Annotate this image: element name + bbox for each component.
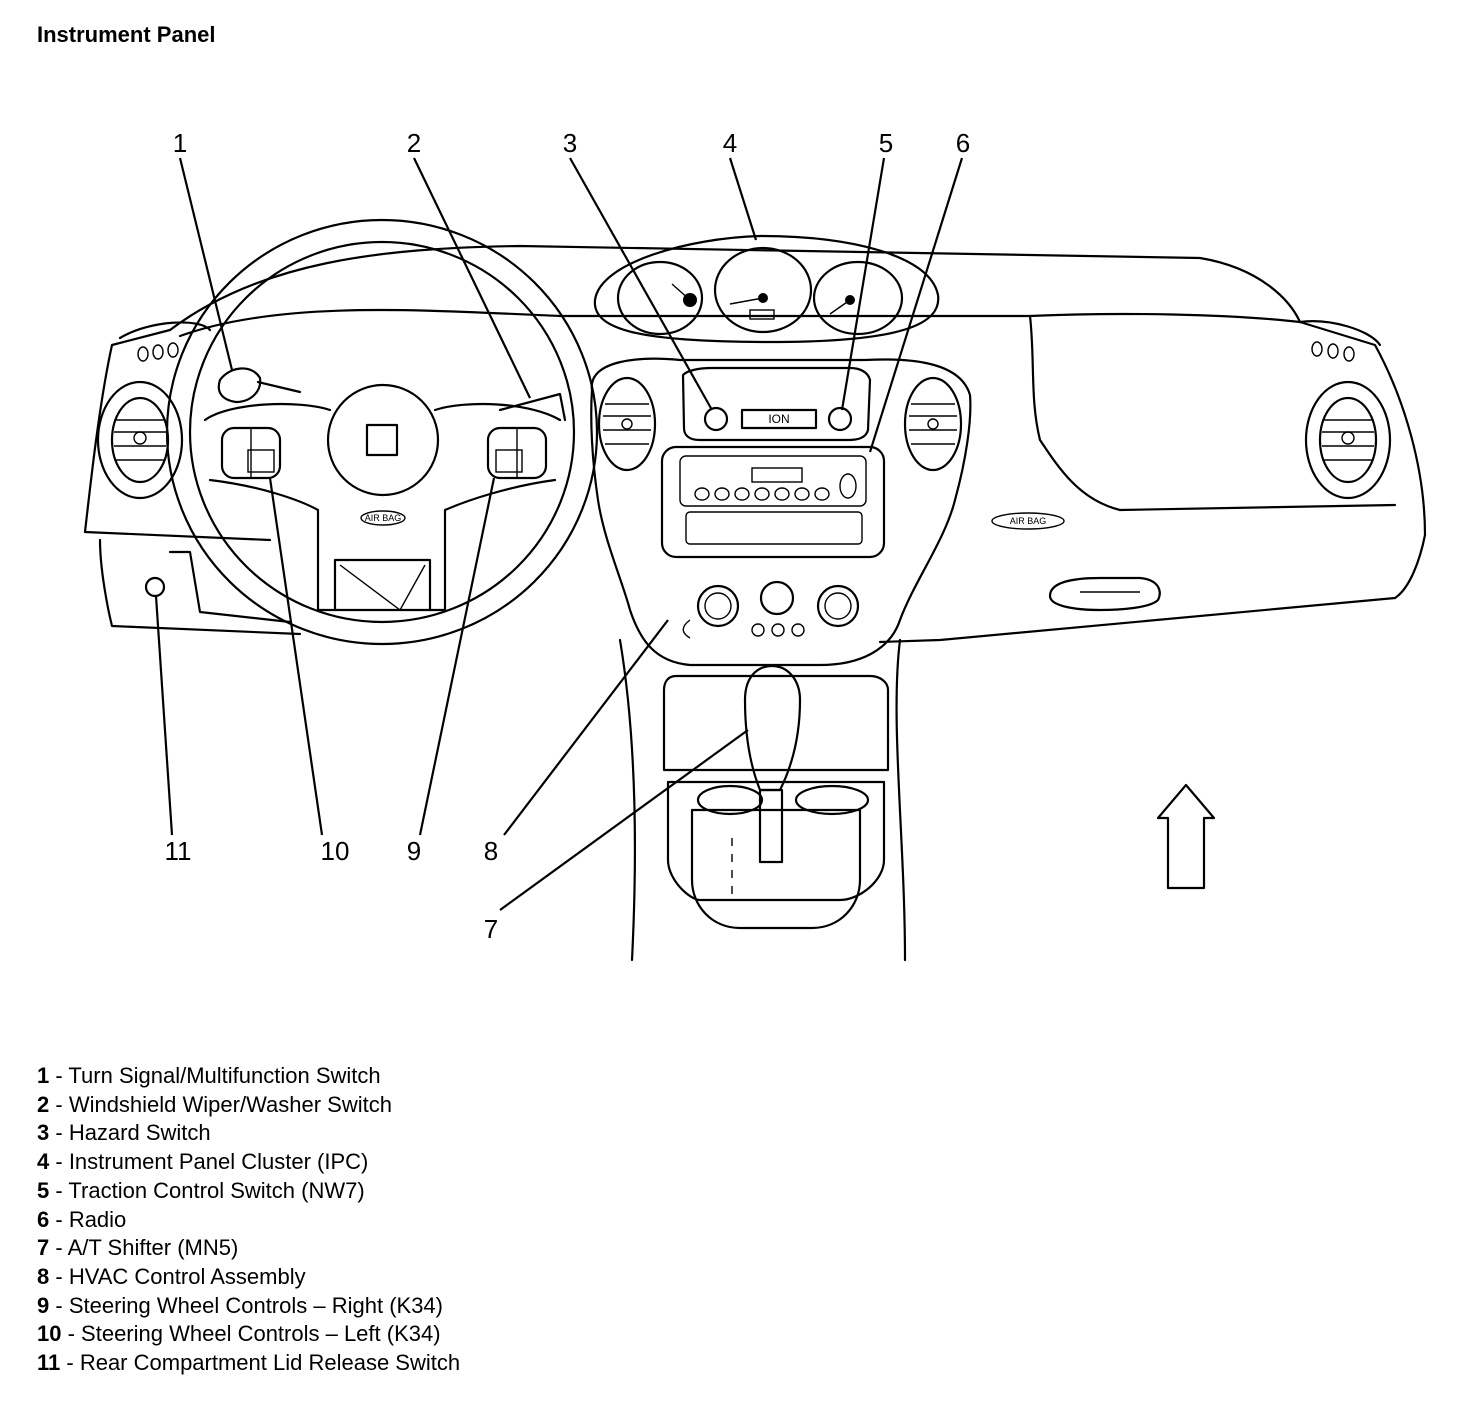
callout-6: 6 (956, 128, 970, 158)
callout-11: 11 (165, 836, 192, 866)
airbag-label-wheel: AIR BAG (365, 513, 402, 523)
hazard-switch (703, 406, 729, 432)
callout-9: 9 (407, 836, 421, 866)
left-side-vent-knobs (137, 342, 179, 362)
left-outboard-air-vent (96, 380, 184, 500)
callout-10: 10 (321, 836, 350, 866)
legend-item: 7 - A/T Shifter (MN5) (37, 1235, 239, 1261)
left-center-air-vent (597, 376, 657, 472)
hvac-control-assembly (682, 580, 860, 639)
callout-2: 2 (407, 128, 421, 158)
callout-leaders (154, 157, 964, 911)
dashboard-outline (83, 244, 1427, 644)
airbag-badge-passenger (991, 512, 1065, 530)
forward-arrow-icon (1156, 783, 1216, 890)
instrument-cluster (593, 234, 940, 344)
right-side-vent-knobs (1311, 341, 1355, 362)
legend-item: 9 - Steering Wheel Controls – Right (K34… (37, 1292, 443, 1318)
steering-wheel (165, 218, 599, 646)
legend-item: 2 - Windshield Wiper/Washer Switch (37, 1091, 392, 1117)
center-stack (590, 357, 972, 667)
airbag-label-passenger: AIR BAG (1010, 516, 1047, 526)
callout-7: 7 (484, 914, 498, 944)
callout-3: 3 (563, 128, 577, 158)
center-console (618, 638, 907, 962)
callout-5: 5 (879, 128, 893, 158)
legend-item: 3 - Hazard Switch (37, 1120, 211, 1146)
legend-item: 11 - Rear Compartment Lid Release Switch (37, 1350, 461, 1376)
instrument-panel-drawing: AIR BAG ION (83, 128, 1427, 962)
page-title: Instrument Panel (37, 22, 216, 47)
callout-4: 4 (723, 128, 737, 158)
radio (660, 445, 886, 559)
steering-wheel-controls-right (486, 426, 548, 480)
legend-item: 8 - HVAC Control Assembly (37, 1263, 306, 1289)
legend-item: 1 - Turn Signal/Multifunction Switch (37, 1063, 381, 1088)
traction-control-switch (827, 406, 853, 432)
callout-8: 8 (484, 836, 498, 866)
legend-item: 5 - Traction Control Switch (NW7) (37, 1177, 365, 1203)
legend-item: 4 - Instrument Panel Cluster (IPC) (37, 1149, 369, 1175)
callout-1: 1 (173, 128, 187, 158)
rear-compartment-release-switch (144, 550, 292, 624)
at-shifter (731, 664, 802, 894)
right-outboard-air-vent (1304, 380, 1392, 500)
right-center-air-vent (903, 376, 963, 472)
legend-item: 6 - Radio (37, 1206, 127, 1232)
glove-box-handle (1048, 576, 1161, 612)
nameplate-text: ION (768, 412, 789, 426)
nameplate-badge (740, 408, 818, 430)
component-legend: 1 - Turn Signal/Multifunction Switch 2 -… (37, 1062, 460, 1378)
steering-wheel-controls-left (220, 426, 282, 480)
legend-item: 10 - Steering Wheel Controls – Left (K34… (37, 1321, 441, 1347)
